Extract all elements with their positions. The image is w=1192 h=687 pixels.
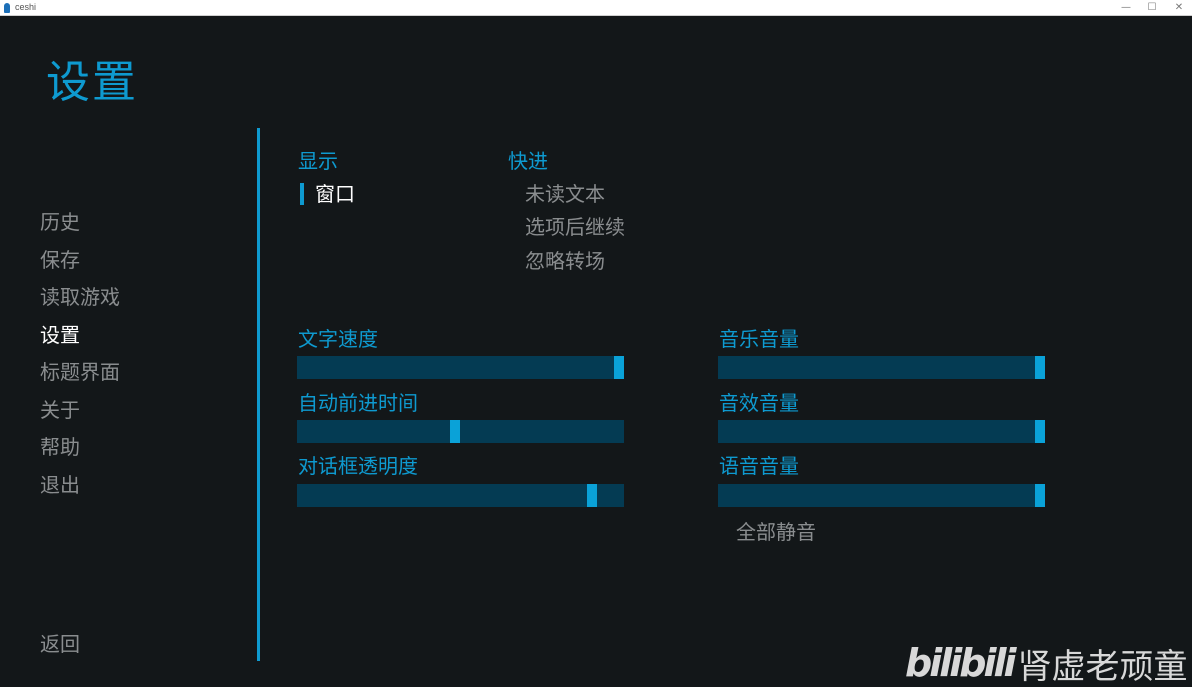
page-title: 设置 — [46, 57, 138, 108]
minimize-button[interactable]: — — [1121, 2, 1131, 13]
skip-option-transitions[interactable]: 忽略转场 — [525, 249, 605, 273]
music-volume-label: 音乐音量 — [719, 327, 799, 351]
voice-volume-slider[interactable] — [718, 484, 1045, 507]
textbox-opacity-slider[interactable] — [297, 484, 624, 507]
nav-item-save[interactable]: 保存 — [40, 247, 80, 272]
mute-all-button[interactable]: 全部静音 — [736, 520, 816, 544]
game-menu-nav: 历史 保存 读取游戏 设置 标题界面 关于 帮助 退出 — [40, 208, 120, 508]
window-titlebar: ceshi — ☐ ✕ — [0, 0, 1192, 16]
skip-option-after-choices[interactable]: 选项后继续 — [525, 215, 625, 239]
slider-thumb[interactable] — [1035, 484, 1045, 507]
watermark: bilibili 肾虚老顽童 — [905, 638, 1188, 687]
nav-item-preferences[interactable]: 设置 — [40, 322, 80, 347]
nav-item-quit[interactable]: 退出 — [40, 472, 80, 497]
nav-item-about[interactable]: 关于 — [40, 397, 80, 422]
menu-divider — [257, 128, 260, 661]
app-icon — [4, 3, 10, 13]
slider-thumb[interactable] — [614, 356, 624, 379]
maximize-button[interactable]: ☐ — [1147, 2, 1157, 13]
voice-volume-label: 语音音量 — [719, 454, 799, 478]
nav-item-history[interactable]: 历史 — [40, 210, 80, 234]
skip-option-unseen-text[interactable]: 未读文本 — [525, 182, 605, 206]
nav-item-load[interactable]: 读取游戏 — [40, 285, 120, 309]
close-button[interactable]: ✕ — [1174, 2, 1184, 13]
display-group-label: 显示 — [298, 149, 338, 173]
auto-forward-time-label: 自动前进时间 — [298, 391, 418, 415]
sound-volume-label: 音效音量 — [719, 391, 799, 415]
game-screen: 设置 历史 保存 读取游戏 设置 标题界面 关于 帮助 退出 返回 显示 窗口 … — [0, 16, 1192, 687]
sound-volume-slider[interactable] — [718, 420, 1045, 443]
skip-group-label: 快进 — [508, 149, 548, 173]
display-option-window[interactable]: 窗口 — [315, 182, 355, 206]
text-speed-label: 文字速度 — [298, 327, 378, 351]
nav-item-help[interactable]: 帮助 — [40, 435, 80, 459]
nav-item-main-menu[interactable]: 标题界面 — [40, 360, 120, 384]
slider-thumb[interactable] — [1035, 356, 1045, 379]
slider-thumb[interactable] — [587, 484, 597, 507]
slider-thumb[interactable] — [450, 420, 460, 443]
slider-thumb[interactable] — [1035, 420, 1045, 443]
auto-forward-time-slider[interactable] — [297, 420, 624, 443]
watermark-name: 肾虚老顽童 — [1017, 646, 1188, 687]
textbox-opacity-label: 对话框透明度 — [298, 454, 418, 478]
text-speed-slider[interactable] — [297, 356, 624, 379]
music-volume-slider[interactable] — [718, 356, 1045, 379]
window-title: ceshi — [15, 2, 37, 12]
bilibili-logo-icon: bilibili — [905, 641, 1017, 685]
return-button[interactable]: 返回 — [40, 632, 80, 656]
selected-indicator — [300, 183, 304, 205]
